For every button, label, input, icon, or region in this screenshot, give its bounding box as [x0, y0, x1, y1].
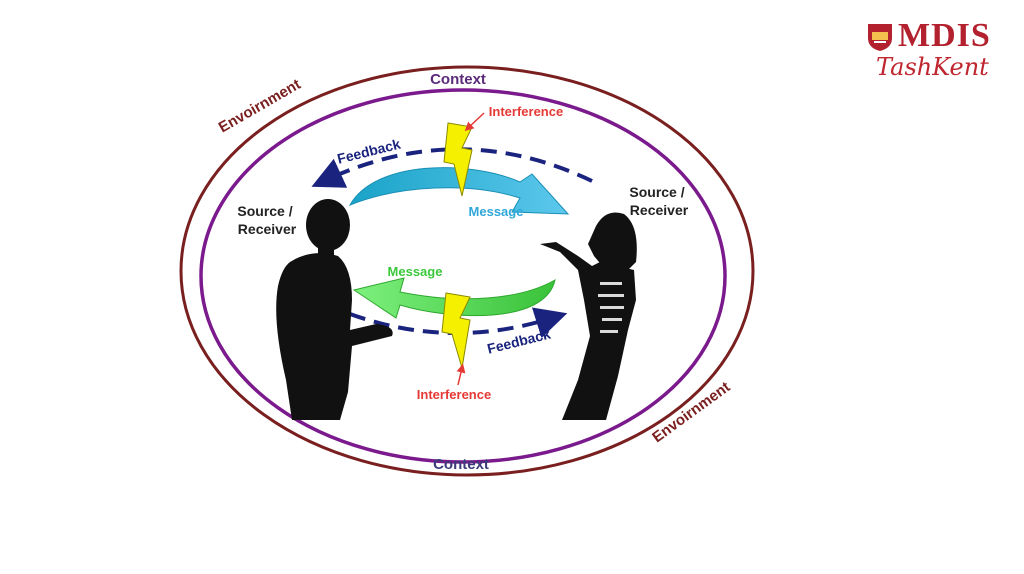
logo-brand: MDIS [898, 17, 991, 54]
environment-label-bottom: Envoirnment [649, 379, 733, 447]
message-arrow-bottom [352, 277, 556, 319]
feedback-label-bottom: Feedback [486, 326, 553, 357]
man-silhouette [276, 199, 393, 420]
environment-label-top: Envoirnment [216, 76, 304, 137]
context-label-bottom: Context [433, 456, 489, 473]
woman-silhouette [540, 212, 637, 420]
left-role-line1: Source / [237, 203, 292, 219]
lightning-icon-bottom [441, 292, 471, 369]
interference-label-top: Interference [489, 104, 563, 119]
interference-pointer-bottom [456, 363, 466, 386]
mdis-logo: MDIS TashKent [864, 16, 1014, 86]
interference-pointer-top [464, 112, 485, 132]
interference-label-bottom: Interference [417, 387, 491, 402]
crest-icon [868, 24, 892, 51]
context-ellipse [199, 88, 727, 464]
message-arrow-top [348, 167, 570, 215]
left-role-line2: Receiver [238, 221, 297, 237]
message-label-top: Message [469, 204, 524, 219]
right-role-line1: Source / [629, 184, 684, 200]
right-role-line2: Receiver [630, 202, 689, 218]
logo-city: TashKent [876, 53, 989, 81]
context-label-top: Context [430, 71, 486, 88]
environment-ellipse [179, 65, 755, 477]
message-label-bottom: Message [388, 264, 443, 279]
